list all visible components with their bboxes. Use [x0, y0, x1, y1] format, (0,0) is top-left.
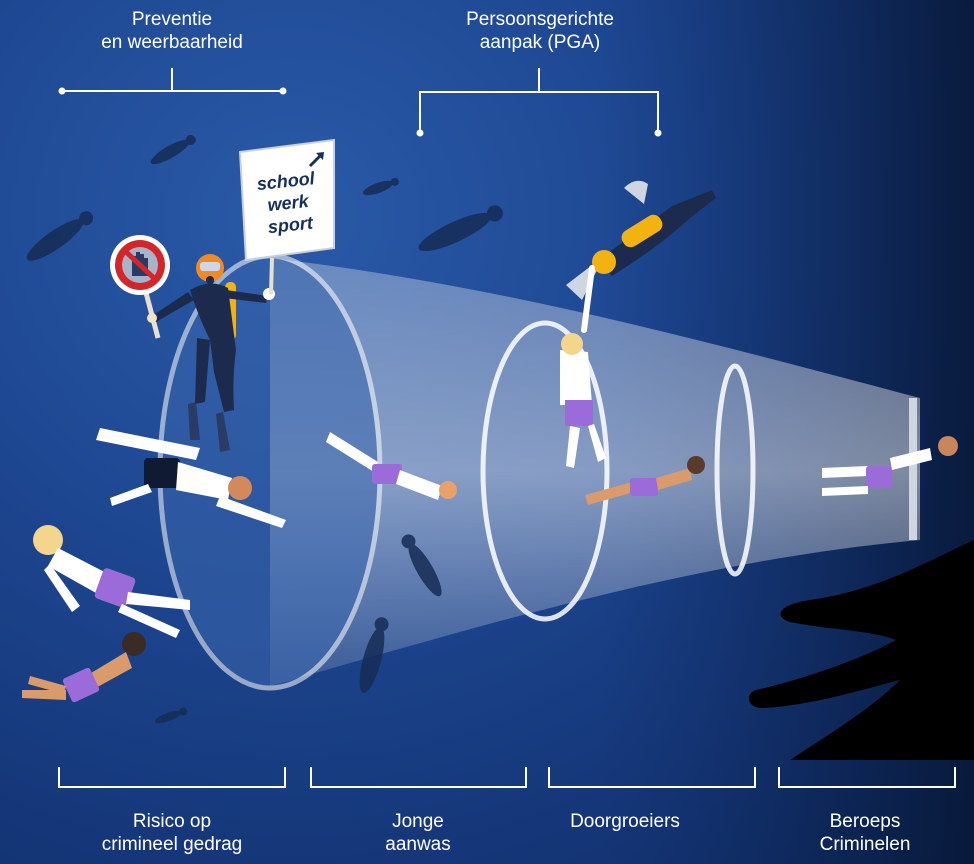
bracket-dot — [417, 130, 424, 137]
bracket-dot — [655, 130, 662, 137]
swimmer-bottom — [22, 632, 146, 703]
label-risico: Risico op crimineel gedrag — [72, 810, 272, 856]
bracket-dot — [59, 88, 66, 95]
bracket-jonge-aanwas — [311, 767, 526, 787]
net-end — [909, 398, 917, 540]
label-doorgroeiers: Doorgroeiers — [545, 810, 705, 833]
bracket-prevention — [62, 68, 283, 91]
label-beroeps-criminelen: Beroeps Criminelen — [795, 810, 935, 856]
label-prevention: Preventie en weerbaarheid — [72, 8, 272, 54]
bracket-risico — [59, 767, 285, 787]
label-pga: Persoonsgerichte aanpak (PGA) — [420, 8, 660, 54]
stop-hand-sign — [110, 235, 170, 338]
bracket-dot — [280, 88, 287, 95]
label-jonge-aanwas: Jonge aanwas — [348, 810, 488, 856]
sign-text: school werk sport — [239, 165, 337, 240]
